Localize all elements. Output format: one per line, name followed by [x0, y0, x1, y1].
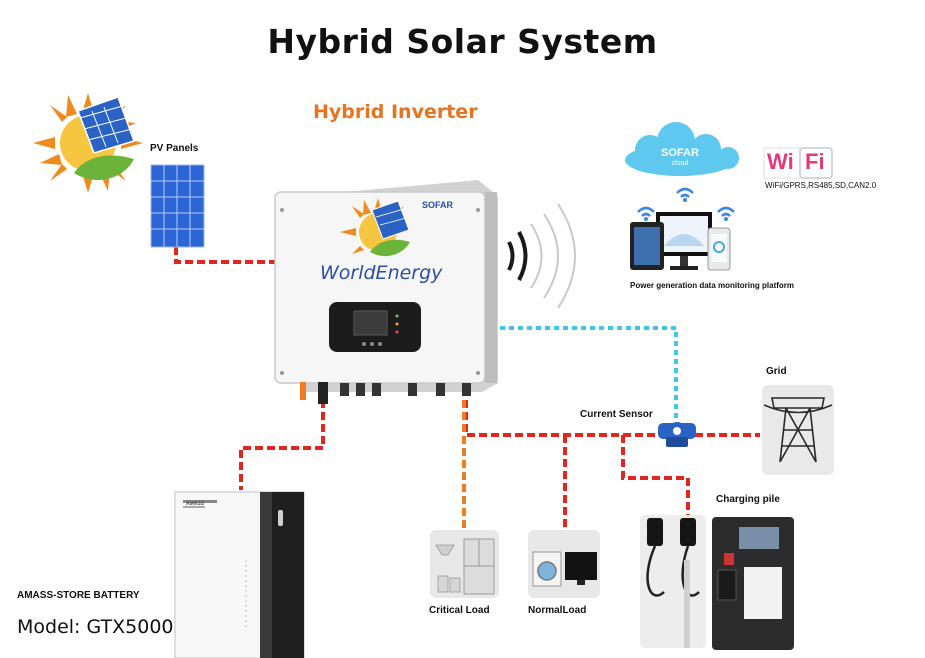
pv-to-inverter-line: [174, 247, 278, 264]
wireless-waves-icon: [530, 203, 576, 309]
cloud-brand: SOFAR: [661, 147, 699, 159]
normal-load-label: NormalLoad: [528, 605, 587, 616]
wireless-signal-icon: [507, 231, 528, 281]
inverter-maker: SOFAR: [422, 200, 454, 210]
page-title: Hybrid Solar System: [267, 22, 658, 61]
protocols-text: WiFi/GPRS,RS485,SD,CAN2.0: [765, 181, 877, 190]
wifi-signal-icon: [637, 187, 735, 217]
current-sensor-label: Current Sensor: [580, 409, 653, 420]
cloud-sub: cloud: [671, 160, 689, 167]
inverter-logo-icon: [340, 198, 410, 257]
sun-logo-icon: [33, 93, 143, 193]
inverter-to-battery-line: [239, 400, 325, 490]
hybrid-inverter: [274, 180, 498, 404]
critical-load-label: Critical Load: [429, 605, 490, 616]
critical-load-icon: [430, 530, 499, 598]
battery-model: Model: GTX5000: [17, 616, 174, 638]
grid-tower-icon: [762, 385, 834, 475]
cloud-icon: [625, 122, 739, 176]
comm-line: [500, 326, 678, 420]
charging-line: [621, 435, 690, 518]
wifi-left-text: Wi: [767, 149, 794, 174]
inverter-title: Hybrid Inverter: [313, 101, 478, 123]
pv-panel-icon: [150, 164, 205, 248]
battery-panel-brand: AMASS: [186, 501, 205, 507]
wall-charger-icon: [640, 515, 706, 648]
normal-load-icon: [528, 530, 600, 598]
battery-icon: [174, 491, 305, 658]
current-sensor-icon: [658, 422, 696, 447]
inverter-brand: WorldEnergy: [320, 262, 443, 284]
wifi-right-text: Fi: [805, 149, 825, 174]
battery-label: AMASS-STORE BATTERY: [17, 590, 140, 601]
grid-label: Grid: [766, 366, 787, 377]
pv-panels-label: PV Panels: [150, 143, 199, 154]
monitoring-caption: Power generation data monitoring platfor…: [630, 281, 795, 290]
monitoring-devices-icon: [630, 212, 731, 271]
charging-station-icon: [712, 517, 794, 650]
wifi-badge-icon: [763, 147, 833, 179]
charging-pile-label: Charging pile: [716, 494, 780, 505]
